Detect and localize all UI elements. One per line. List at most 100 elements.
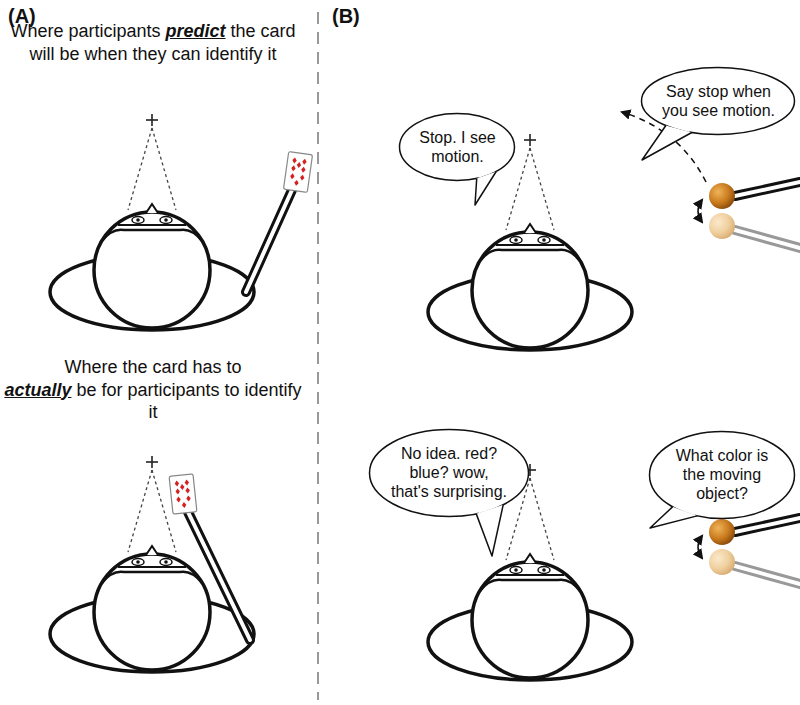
nose <box>524 554 536 563</box>
bubble-tail <box>475 172 496 205</box>
stroke <box>480 250 580 261</box>
bubble-ellipse <box>650 432 795 519</box>
stroke <box>292 157 297 164</box>
rod <box>735 518 800 532</box>
bubble-join <box>668 124 690 131</box>
label-group: Where participantspredictthe card will b… <box>4 20 302 65</box>
stroke <box>136 560 140 564</box>
stroke <box>102 572 202 583</box>
motion-arrow <box>698 200 702 222</box>
rod <box>735 566 800 584</box>
rod <box>246 190 292 292</box>
stroke <box>294 180 299 187</box>
eye <box>510 237 522 244</box>
nose <box>146 546 158 555</box>
fixation-cross <box>529 464 531 476</box>
label-group: Where the card has toactuallybe for part… <box>4 356 302 424</box>
stroke <box>496 244 564 246</box>
bubble-join <box>478 503 501 512</box>
stroke <box>302 159 307 166</box>
nose <box>146 204 158 213</box>
speech-text: Say stop when you see motion. <box>661 82 776 120</box>
stroke <box>169 474 197 514</box>
playing-card <box>169 474 197 514</box>
stroke <box>175 488 180 494</box>
pale-ball <box>709 549 735 575</box>
eye <box>132 217 144 224</box>
head <box>94 554 210 670</box>
bubble-tail <box>642 126 692 160</box>
stroke <box>152 128 176 210</box>
stroke <box>185 487 190 493</box>
speech-bubble: No idea. red? blue? wow, that's surprisi… <box>368 428 530 518</box>
bubble-outline <box>640 66 796 136</box>
panel-letter: (B) <box>332 5 360 27</box>
speech-text: No idea. red? blue? wow, that's surprisi… <box>389 444 509 502</box>
bubble-join <box>675 505 696 514</box>
eye <box>160 217 172 224</box>
bubble-ellipse <box>370 430 529 517</box>
head <box>472 562 588 678</box>
observer-figure <box>50 456 254 672</box>
rod <box>188 512 250 640</box>
fixation-cross <box>151 114 153 126</box>
stroke <box>480 580 580 591</box>
stroke <box>496 574 564 576</box>
rod <box>735 230 800 248</box>
stroke <box>118 566 186 568</box>
stroke <box>118 224 186 226</box>
stroke <box>300 174 305 181</box>
rod <box>735 518 800 532</box>
stroke <box>186 495 191 501</box>
bubble-outline <box>398 112 516 182</box>
speech-text: What color is the moving object? <box>667 446 777 504</box>
stroke <box>176 496 181 502</box>
stroke <box>283 152 312 193</box>
emphasis-word: predict <box>166 21 226 41</box>
head <box>94 212 210 328</box>
rod <box>246 190 292 292</box>
stroke <box>291 165 296 172</box>
orange-ball <box>709 519 735 545</box>
nose <box>524 224 536 233</box>
divider <box>317 12 319 700</box>
stroke <box>174 480 179 486</box>
orange-ball <box>709 183 735 209</box>
stroke <box>184 479 189 485</box>
fixation-cross <box>529 134 531 146</box>
stroke <box>164 218 168 222</box>
eye <box>538 567 550 574</box>
label-group: (B) <box>332 4 392 29</box>
eye <box>132 559 144 566</box>
stroke <box>301 166 306 173</box>
stroke <box>164 560 168 564</box>
stroke <box>530 478 554 560</box>
heading-text: Where the card has to <box>4 356 302 379</box>
speech-text: Stop. I see motion. <box>414 128 501 166</box>
playing-card <box>283 152 312 193</box>
stroke <box>182 502 187 508</box>
fixation-cross <box>151 456 153 468</box>
stroke <box>128 128 152 210</box>
rod <box>735 230 800 248</box>
rod <box>735 182 800 196</box>
stroke <box>514 568 518 572</box>
stroke <box>180 484 185 490</box>
pale-ball <box>709 213 735 239</box>
head <box>472 232 588 348</box>
observer-figure <box>50 114 254 330</box>
rod <box>735 182 800 196</box>
heading-text: be for participants to identify it <box>76 380 301 423</box>
stroke <box>102 230 202 241</box>
emphasis-word: actually <box>4 380 71 400</box>
stroke <box>542 238 546 242</box>
heading-text: Where participants <box>10 21 160 41</box>
stroke <box>542 568 546 572</box>
stroke <box>290 173 295 180</box>
stroke <box>128 470 152 552</box>
stroke <box>296 162 301 169</box>
eye <box>510 567 522 574</box>
eye <box>160 559 172 566</box>
rod <box>735 566 800 584</box>
stroke <box>514 238 518 242</box>
